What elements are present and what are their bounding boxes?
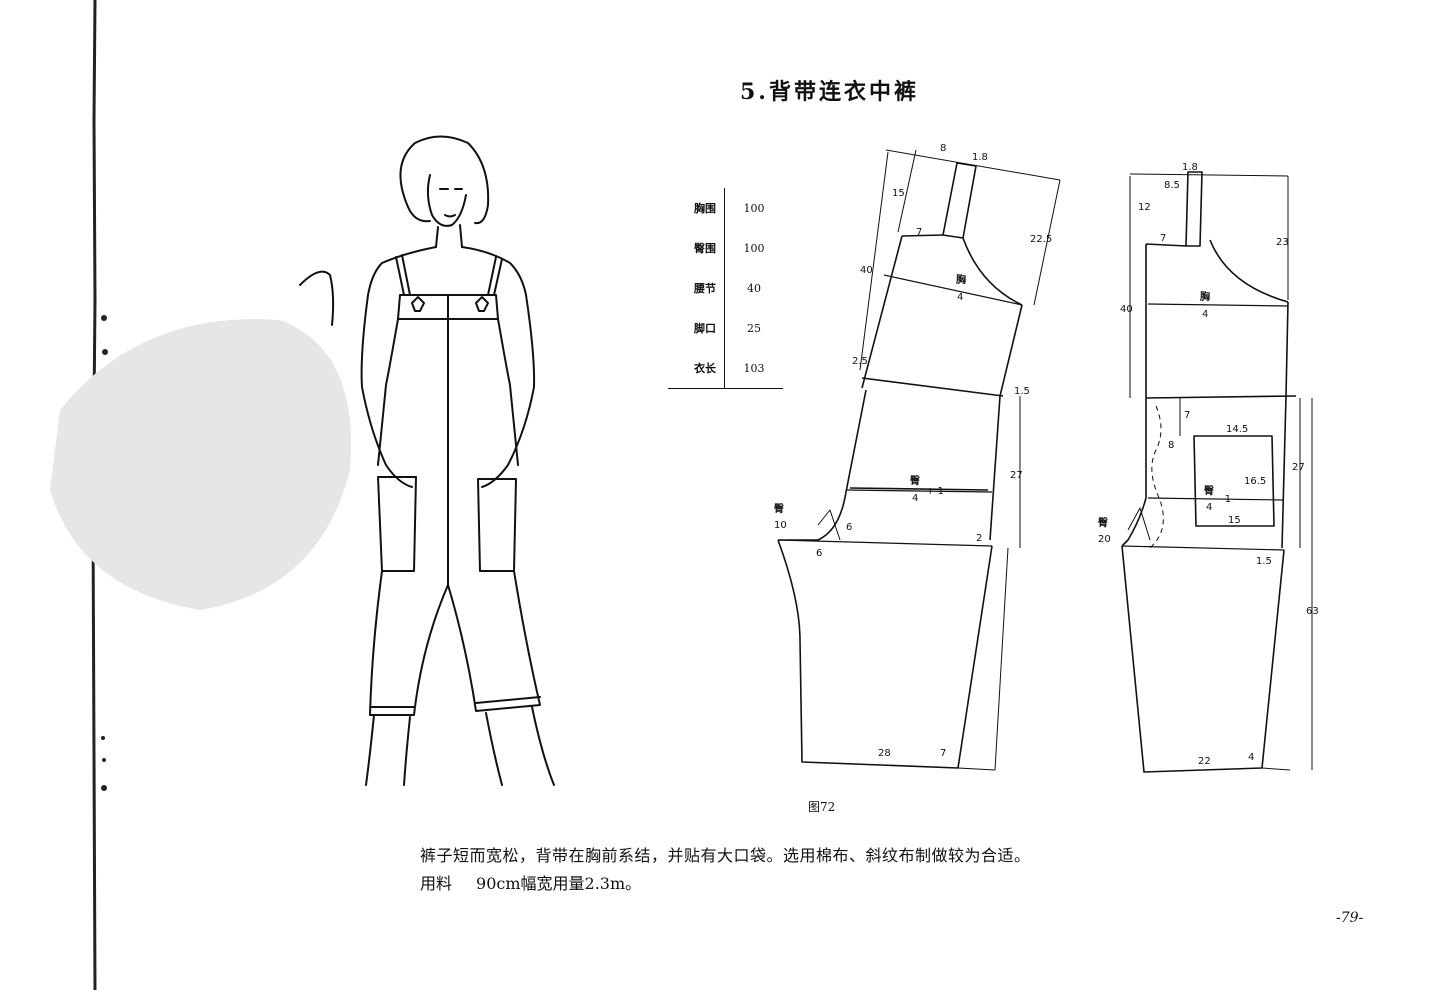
back-pocket-top: 7 <box>1184 410 1190 421</box>
back-strap-width: 8.5 <box>1164 180 1180 191</box>
back-hip-denom: 4 <box>1206 502 1212 513</box>
front-hip-denom: 4 <box>912 493 918 504</box>
size-label: 脚口 <box>668 308 725 348</box>
front-chest-label: 胸 <box>956 273 966 286</box>
size-value: 103 <box>724 348 783 389</box>
watermark-stamp <box>50 319 352 610</box>
back-chest-denom: 4 <box>1202 309 1208 320</box>
size-label: 衣长 <box>668 348 725 389</box>
back-side-offset: 1.5 <box>1256 556 1272 567</box>
size-label: 腰节 <box>668 268 725 308</box>
fabric-line: 用料 90cm幅宽用量2.3m。 <box>420 870 641 894</box>
front-crotch-label: 臀 <box>774 503 784 515</box>
front-waist-side: 1.5 <box>1014 386 1030 397</box>
back-pocket-height: 16.5 <box>1244 476 1266 487</box>
back-strap-offset: 1.8 <box>1182 162 1198 173</box>
front-strap-width: 8 <box>940 143 946 154</box>
back-hip-minus: - 1 <box>1218 494 1231 505</box>
back-pocket-width-top: 14.5 <box>1226 424 1248 435</box>
front-pattern-draft: 8 1.8 15 22.5 7 胸 4 40 2.5 1.5 臀 4 + 1 2… <box>774 143 1061 771</box>
front-crotch-denom: 10 <box>774 520 787 531</box>
front-neck-width: 7 <box>916 227 922 238</box>
front-waist-offset: 2.5 <box>852 356 868 367</box>
size-value: 100 <box>743 241 765 255</box>
size-value: 100 <box>743 201 765 215</box>
fabric-text: 90cm幅宽用量2.3m。 <box>476 874 642 893</box>
back-bodice-length: 40 <box>1120 304 1133 315</box>
front-hem-side: 7 <box>940 748 946 759</box>
back-neck-width: 7 <box>1160 233 1166 244</box>
figure-caption: 图72 <box>808 800 836 814</box>
size-row-waist: 腰节 40 <box>668 268 783 308</box>
back-strap-height: 12 <box>1138 202 1151 213</box>
front-crotch-curve-b: 6 <box>816 548 822 559</box>
overalls-figure-illustration <box>299 135 555 786</box>
front-side-extra: 2 <box>976 533 982 544</box>
front-strap-height: 15 <box>892 188 905 199</box>
back-strap-shape <box>1185 171 1203 247</box>
front-hem-width: 28 <box>878 748 891 759</box>
front-chest-denom: 4 <box>957 292 963 303</box>
back-pattern-draft: 1.8 8.5 12 23 7 胸 4 40 7 8 14.5 16.5 15 … <box>1098 162 1319 773</box>
back-pocket-side: 8 <box>1168 440 1174 451</box>
back-side-height: 23 <box>1276 237 1289 248</box>
page-number: -79- <box>1336 910 1364 926</box>
back-leg-length: 63 <box>1306 606 1319 617</box>
size-row-hip: 臀围 100 <box>668 228 783 268</box>
page-title: 5.背带连衣中裤 <box>740 79 919 105</box>
size-label: 臀围 <box>668 228 725 268</box>
front-crotch-depth: 27 <box>1010 470 1023 481</box>
back-hem-side: 4 <box>1248 752 1254 763</box>
size-value: 25 <box>747 321 761 335</box>
size-label: 胸围 <box>668 188 725 228</box>
back-crotch-depth: 27 <box>1292 462 1305 473</box>
size-value: 40 <box>747 281 761 295</box>
fabric-label: 用料 <box>420 874 453 893</box>
size-row-chest: 胸围 100 <box>668 188 783 228</box>
front-shoulder-drop: 22.5 <box>1030 234 1052 245</box>
back-chest-label: 胸 <box>1200 290 1210 303</box>
back-hem-width: 22 <box>1198 756 1211 767</box>
description-text: 裤子短而宽松，背带在胸前系结，并贴有大口袋。选用棉布、斜纹布制做较为合适。 <box>420 846 1031 865</box>
front-hip-label: 臀 <box>910 475 920 487</box>
back-hip-label: 臀 <box>1204 485 1214 497</box>
back-crotch-denom: 20 <box>1098 534 1111 545</box>
front-bodice-length: 40 <box>860 265 873 276</box>
back-pocket-shape <box>1193 435 1275 527</box>
front-hip-extra: + 1 <box>926 486 944 497</box>
front-strap-shape <box>942 162 977 239</box>
back-pocket-width-bottom: 15 <box>1228 515 1241 526</box>
front-crotch-curve-a: 6 <box>846 522 852 533</box>
back-crotch-label: 臀 <box>1098 517 1108 529</box>
size-row-hem: 脚口 25 <box>668 308 783 348</box>
front-strap-offset: 1.8 <box>972 152 988 163</box>
